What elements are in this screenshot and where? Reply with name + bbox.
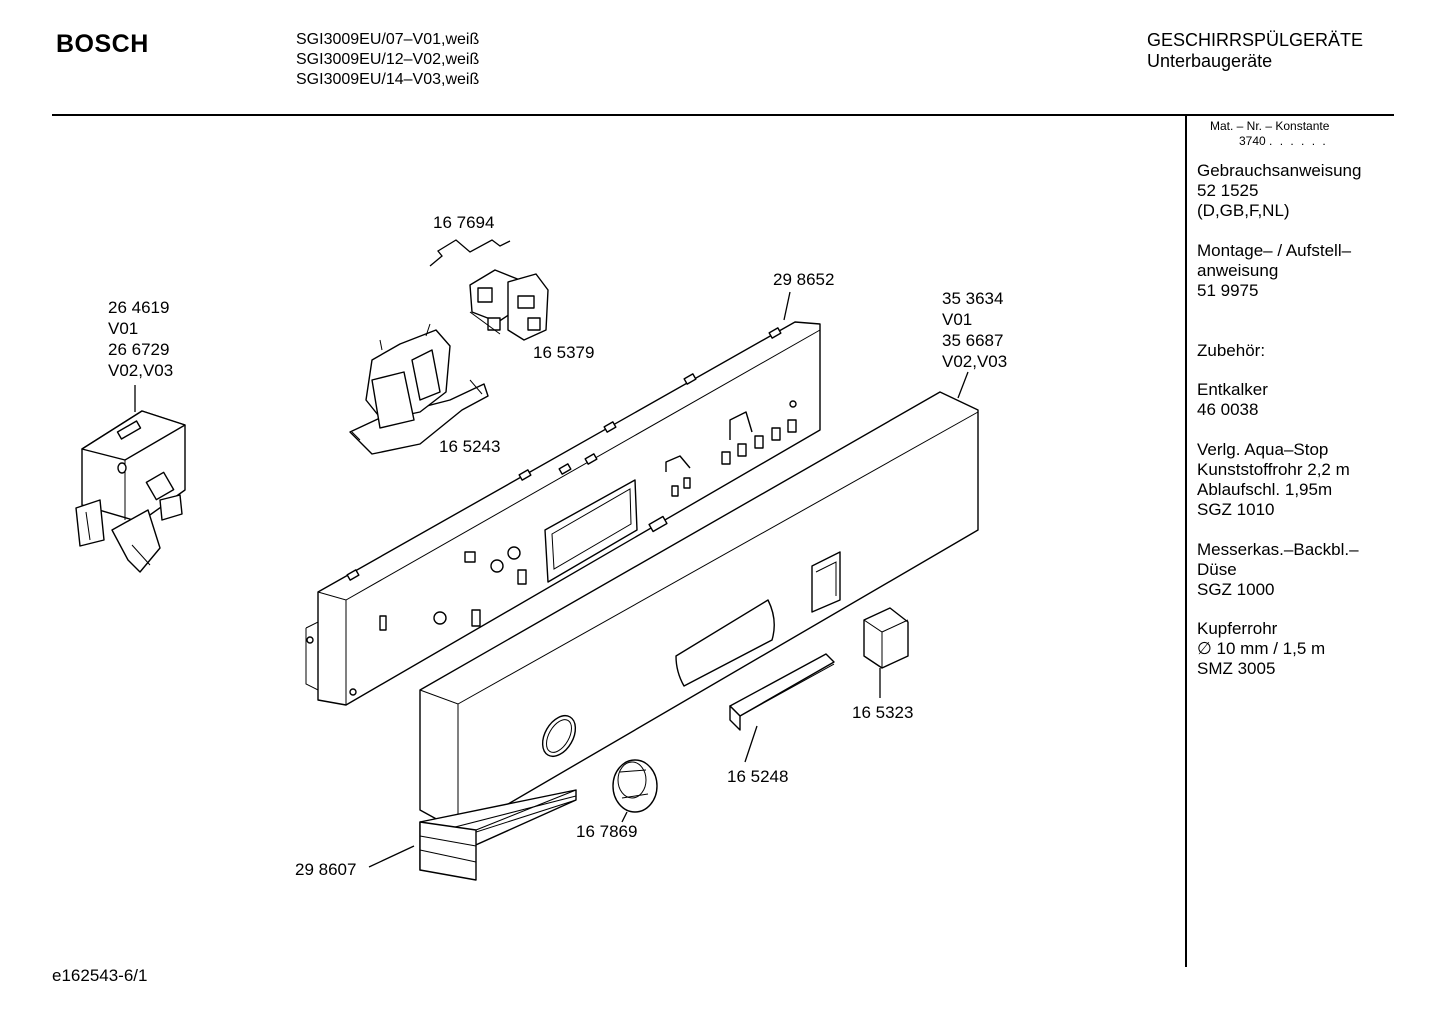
sidebar-divider (1185, 115, 1187, 967)
sidebar-line: Gebrauchsanweisung (1197, 161, 1362, 180)
sidebar-line: SMZ 3005 (1197, 659, 1276, 678)
sidebar-line: (D,GB,F,NL) (1197, 201, 1290, 220)
sidebar-block-accessories: Zubehör: (1197, 341, 1392, 361)
part-number: 29 8607 (295, 860, 356, 879)
sidebar-block-nozzle: Messerkas.–Backbl.– Düse SGZ 1000 (1197, 540, 1392, 600)
sidebar-line: Kunststoffrohr 2,2 m (1197, 460, 1350, 479)
part-number: 16 5379 (533, 343, 594, 362)
insulation-strip-part (419, 789, 577, 881)
part-number-label: 16 5379 (533, 343, 594, 362)
sidebar-block-copper: Kupferrohr ∅ 10 mm / 1,5 m SMZ 3005 (1197, 619, 1392, 679)
category-header: GESCHIRRSPÜLGERÄTE Unterbaugeräte (1147, 30, 1363, 72)
mat-nr-block: Mat. – Nr. – Konstante 3740 . . . . . . (1210, 119, 1329, 149)
switch-block-part (469, 269, 549, 341)
part-number-label: 29 8607 (295, 860, 356, 879)
mat-nr-label: Mat. – Nr. – Konstante (1210, 119, 1330, 133)
brand-logo: BOSCH (56, 30, 149, 58)
sidebar-line: Düse (1197, 560, 1237, 579)
part-number: 35 3634 (942, 289, 1003, 308)
model-line-3: SGI3009EU/14–V03,weiß (296, 71, 480, 88)
part-number-label: 35 3634 V01 35 6687 V02,V03 (942, 289, 1008, 371)
sidebar-line: SGZ 1010 (1197, 500, 1275, 519)
header-divider (52, 114, 1394, 116)
part-number: 16 7694 (433, 213, 494, 232)
part-number-label: 16 5323 (852, 703, 913, 722)
front-fascia-part (419, 391, 979, 833)
part-number: 16 7869 (576, 822, 637, 841)
control-panel-carrier-part (305, 321, 821, 706)
sidebar-line: Entkalker (1197, 380, 1268, 399)
sidebar-line: 51 9975 (1197, 281, 1259, 300)
sidebar-line: anweisung (1197, 261, 1279, 280)
sidebar-block-aquastop: Verlg. Aqua–Stop Kunststoffrohr 2,2 m Ab… (1197, 440, 1392, 520)
part-number: 16 5323 (852, 703, 913, 722)
part-number: 35 6687 (942, 331, 1003, 350)
sidebar-line: Messerkas.–Backbl.– (1197, 540, 1359, 559)
part-number: 26 6729 (108, 340, 169, 359)
sidebar-line: Kupferrohr (1197, 619, 1278, 638)
part-number: 16 5243 (439, 437, 500, 456)
variant-label: V01 (108, 319, 138, 338)
sidebar-line: Montage– / Aufstell– (1197, 241, 1352, 260)
part-number-label: 29 8652 (773, 270, 834, 289)
variant-label: V02,V03 (108, 361, 173, 380)
category-title: GESCHIRRSPÜLGERÄTE (1147, 30, 1364, 50)
sidebar-line: 52 1525 (1197, 181, 1259, 200)
leader-lines (134, 291, 969, 868)
variant-label: V01 (942, 310, 972, 329)
variant-label: V02,V03 (942, 352, 1007, 371)
sidebar-block-install: Montage– / Aufstell– anweisung 51 9975 (1197, 241, 1392, 301)
sidebar-block-descaler: Entkalker 46 0038 (1197, 380, 1392, 420)
sidebar-line: Zubehör: (1197, 341, 1266, 360)
part-number: 16 5248 (727, 767, 788, 786)
selector-knob-part (612, 759, 658, 813)
sidebar-line: SGZ 1000 (1197, 580, 1275, 599)
door-lock-bracket-part (349, 323, 489, 455)
model-line-2: SGI3009EU/12–V02,weiß (296, 51, 480, 68)
selector-switch-part (75, 410, 186, 573)
model-list: SGI3009EU/07–V01,weiß SGI3009EU/12–V02,w… (296, 30, 479, 90)
part-number: 29 8652 (773, 270, 834, 289)
button-strip-part (729, 653, 835, 731)
drawing-id: e162543-6/1 (52, 966, 148, 985)
part-number-label: 16 5248 (727, 767, 788, 786)
category-subtitle: Unterbaugeräte (1147, 51, 1273, 71)
mat-nr-value: 3740 (1239, 134, 1266, 148)
exploded-view-drawing: 16 7694 29 8652 16 5379 16 5243 26 4619 … (75, 213, 1008, 881)
sidebar-line: Ablaufschl. 1,95m (1197, 480, 1333, 499)
part-number-label: 16 7694 (433, 213, 494, 232)
mat-nr-dots: . . . . . . (1269, 134, 1328, 148)
sidebar-line: Verlg. Aqua–Stop (1197, 440, 1329, 459)
wire-clip-part (429, 239, 511, 267)
sidebar-block-manual: Gebrauchsanweisung 52 1525 (D,GB,F,NL) (1197, 161, 1392, 221)
model-line-1: SGI3009EU/07–V01,weiß (296, 31, 480, 48)
sidebar-line: 46 0038 (1197, 400, 1259, 419)
part-number-label: 16 7869 (576, 822, 637, 841)
part-number-label: 16 5243 (439, 437, 500, 456)
indicator-cap-part (863, 607, 909, 669)
part-number-label: 26 4619 V01 26 6729 V02,V03 (108, 298, 174, 380)
part-number: 26 4619 (108, 298, 169, 317)
sidebar-line: ∅ 10 mm / 1,5 m (1197, 639, 1326, 658)
